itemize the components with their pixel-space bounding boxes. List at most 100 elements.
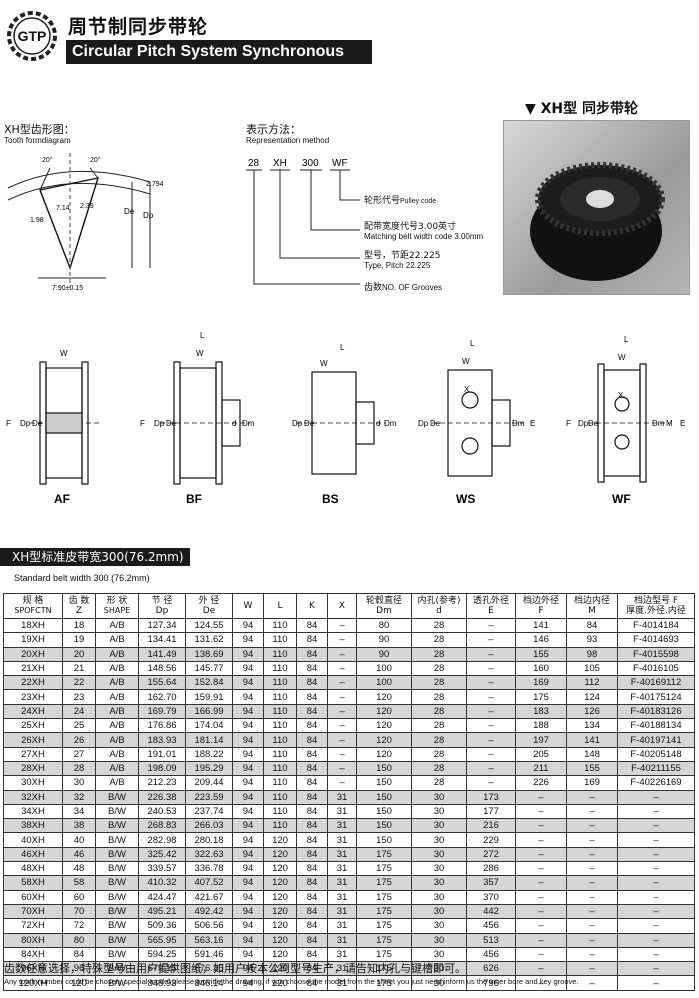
table-cell: 84 <box>296 818 328 834</box>
table-cell: 30 <box>411 875 467 891</box>
table-cell: 94 <box>232 660 264 677</box>
table-cell: 84 <box>296 903 328 920</box>
table-cell: 124.55 <box>185 617 233 634</box>
table-cell: 120 <box>62 975 96 991</box>
table-cell: – <box>515 875 567 891</box>
table-cell: 31 <box>327 846 357 863</box>
dim-label-dp-bf: Dp <box>154 419 165 428</box>
table-cell: A/B <box>95 660 139 677</box>
dim-label-d-bf: d <box>232 419 236 428</box>
table-cell: 84 <box>296 675 328 691</box>
legend-width-cn: 配带宽度代号3.00英寸 <box>364 222 457 232</box>
table-cell: F-4016105 <box>617 660 695 677</box>
table-cell: B/W <box>95 832 139 848</box>
table-cell: 94 <box>232 803 264 820</box>
table-cell: B/W <box>95 789 139 805</box>
table-cell: B/W <box>95 875 139 891</box>
legend-type-cn: 型号，节距22.225 <box>364 251 441 261</box>
table-cell: 40 <box>62 832 96 848</box>
table-cell: 110 <box>263 617 297 634</box>
dim-239: 2.39 <box>80 203 94 210</box>
table-cell: 31 <box>327 961 357 977</box>
table-cell: – <box>617 846 695 863</box>
table-cell: 31 <box>327 889 357 905</box>
table-cell: 150 <box>356 832 412 848</box>
table-cell: 28XH <box>3 760 63 777</box>
table-cell: 84 <box>296 760 328 777</box>
shape-ws <box>432 369 524 477</box>
dim-2794: 2.794 <box>146 181 164 188</box>
table-cell: B/W <box>95 932 139 948</box>
table-cell: – <box>617 861 695 877</box>
dim-label-l-wf: L <box>624 335 629 344</box>
dim-label-de-bf: De <box>166 419 177 428</box>
table-cell: 100 <box>356 675 412 691</box>
table-cell: 100 <box>356 660 412 677</box>
table-cell: 30 <box>411 889 467 905</box>
dim-angle-left: 20° <box>42 156 53 164</box>
table-cell: 175 <box>356 846 412 863</box>
table-cell: A/B <box>95 760 139 777</box>
table-cell: F-40183126 <box>617 703 695 720</box>
legend-pulley-code: 轮形代号Pulley code <box>364 196 437 206</box>
table-cell: 160 <box>515 660 567 677</box>
dim-label-de-wf: De <box>588 419 599 428</box>
dim-label-de-af: De <box>32 419 43 428</box>
table-cell: 424.47 <box>138 889 186 905</box>
table-cell: 90 <box>356 646 412 662</box>
dim-label-dp-ws: Dp <box>418 419 429 428</box>
shape-label-ws: WS <box>456 492 475 506</box>
table-cell: 94 <box>232 617 264 634</box>
table-cell: 30 <box>411 846 467 863</box>
table-cell: 216 <box>466 818 516 834</box>
table-cell: 21 <box>62 660 96 677</box>
table-cell: – <box>566 975 618 991</box>
dim-label-w-wf: W <box>618 353 626 362</box>
dim-label-e-wf: E <box>680 419 685 428</box>
svg-text:GTP: GTP <box>18 28 47 44</box>
table-cell: 21XH <box>3 660 63 677</box>
table-cell: 183 <box>515 703 567 720</box>
table-cell: 134 <box>566 718 618 734</box>
table-cell: F-4015598 <box>617 646 695 662</box>
table-cell: 94 <box>232 632 264 648</box>
table-cell: 28 <box>411 718 467 734</box>
table-cell: 209.44 <box>185 775 233 791</box>
table-cell: – <box>466 732 516 748</box>
dim-label-dp-bs: Dp <box>292 419 303 428</box>
table-cell: 105 <box>566 660 618 677</box>
table-cell: 94 <box>232 818 264 834</box>
table-cell: 175 <box>356 918 412 934</box>
table-cell: 28 <box>411 760 467 777</box>
footer-note-en: Any tooth number could be chosen, specia… <box>4 977 579 986</box>
table-cell: 24XH <box>3 703 63 720</box>
table-cell: – <box>566 789 618 805</box>
table-cell: 31 <box>327 789 357 805</box>
table-cell: 120 <box>356 689 412 705</box>
table-cell: 127.34 <box>138 617 186 634</box>
table-cell: – <box>466 646 516 662</box>
table-cell: 22 <box>62 675 96 691</box>
legend-width-en: Matching belt width code 3.00mm <box>364 232 484 241</box>
page-title-cn: 周节制同步带轮 <box>68 16 209 38</box>
table-cell: F-40188134 <box>617 718 695 734</box>
table-cell: 286 <box>466 861 516 877</box>
page-title-en: Circular Pitch System Synchronous Pulley <box>66 40 372 84</box>
shape-label-af: AF <box>54 492 70 506</box>
table-cell: – <box>327 746 357 762</box>
table-cell: 181.14 <box>185 732 233 748</box>
table-cell: 120 <box>356 718 412 734</box>
representation-title: 表示方法： <box>246 123 301 136</box>
table-cell: 32 <box>62 789 96 805</box>
dim-label-w-bs: W <box>320 359 328 368</box>
table-cell: F-40197141 <box>617 732 695 748</box>
table-cell: 110 <box>263 689 297 705</box>
table-cell: 28 <box>411 646 467 662</box>
